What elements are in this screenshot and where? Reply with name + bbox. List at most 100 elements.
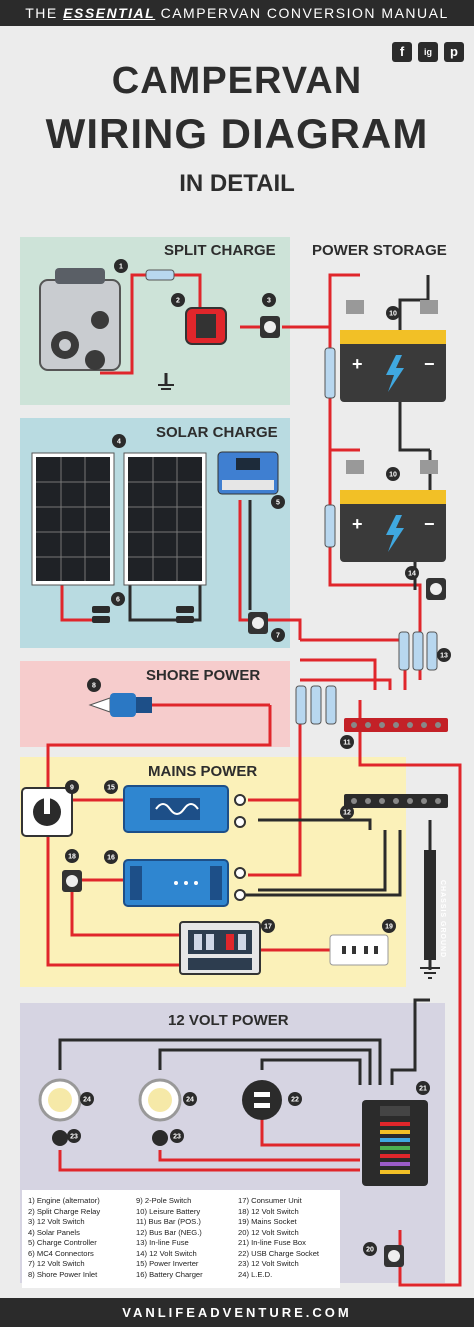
svg-text:−: −	[424, 354, 435, 374]
marker-badge	[171, 293, 185, 307]
inline-fuse-box-icon	[362, 1100, 428, 1186]
title-line-1: CAMPERVAN	[111, 60, 363, 102]
legend-item: 19) Mains Socket	[238, 1217, 297, 1226]
marker-badge	[261, 919, 275, 933]
legend-item: 20) 12 Volt Switch	[238, 1227, 299, 1237]
marker-badge	[386, 306, 400, 320]
usb-charge-socket-icon	[242, 1080, 282, 1120]
marker-number: 12	[343, 810, 351, 817]
twelve-volt-switch-icon	[260, 316, 280, 338]
legend-item: 10) Leisure Battery	[136, 1206, 201, 1216]
footer-banner[interactable]: VANLIFEADVENTURE.COM	[0, 1298, 474, 1327]
marker-badge	[67, 1129, 81, 1143]
shore-power-inlet-icon	[88, 693, 152, 717]
split-charge-relay-icon	[185, 307, 227, 345]
marker-number: 15	[107, 785, 115, 792]
marker-badge	[386, 467, 400, 481]
legend-item: 15) Power Inverter	[136, 1259, 199, 1268]
marker-number: 23	[173, 1134, 181, 1141]
led-light-icon	[38, 1078, 182, 1122]
title-line-3: IN DETAIL	[179, 170, 295, 197]
ground-symbol-icon	[158, 384, 174, 390]
legend-item: 7) 12 Volt Switch	[28, 1259, 85, 1268]
facebook-icon[interactable]: f	[392, 42, 412, 62]
marker-badge	[271, 495, 285, 509]
marker-number: 23	[70, 1134, 78, 1141]
solar-panel-icon	[31, 452, 207, 586]
ground-symbol-icon	[420, 967, 440, 979]
marker-number: 18	[68, 854, 76, 861]
consumer-unit-icon	[179, 921, 261, 975]
marker-number: 13	[440, 653, 448, 660]
marker-badge	[112, 434, 126, 448]
marker-number: 4	[117, 439, 121, 446]
twelve-volt-switch-icon	[248, 612, 268, 634]
marker-badge	[340, 735, 354, 749]
marker-badge	[65, 849, 79, 863]
legend-column-1: 1) Engine (alternator)2) Split Charge Re…	[28, 1196, 100, 1280]
marker-number: 5	[276, 500, 280, 507]
marker-badge	[111, 592, 125, 606]
legend: 1) Engine (alternator)2) Split Charge Re…	[22, 1190, 340, 1288]
section-title-power-storage: POWER STORAGE	[312, 242, 447, 259]
leisure-battery-icon: + −	[340, 300, 446, 402]
chassis-ground-text: CHASSIS GROUND	[439, 880, 446, 959]
marker-badge	[405, 566, 419, 580]
twelve-volt-switch-icon	[426, 578, 446, 600]
legend-item: 14) 12 Volt Switch	[136, 1248, 197, 1258]
marker-badge	[114, 259, 128, 273]
twelve-volt-switch-icon	[384, 1245, 404, 1267]
marker-number: 24	[83, 1097, 91, 1104]
marker-number: 11	[343, 740, 351, 747]
marker-badge	[416, 1081, 430, 1095]
engine-icon	[39, 268, 121, 371]
marker-number: 10	[389, 311, 397, 318]
marker-badge	[104, 850, 118, 864]
marker-number: 8	[92, 683, 96, 690]
marker-badge	[80, 1092, 94, 1106]
marker-badge	[183, 1092, 197, 1106]
instagram-icon[interactable]: ig	[418, 42, 438, 62]
marker-badge	[170, 1129, 184, 1143]
marker-number: 1	[119, 264, 123, 271]
marker-number: 17	[264, 924, 272, 931]
twelve-volt-switch-icon	[62, 870, 82, 892]
legend-item: 6) MC4 Connectors	[28, 1248, 94, 1258]
legend-item: 3) 12 Volt Switch	[28, 1217, 85, 1226]
legend-item: 9) 2-Pole Switch	[136, 1196, 192, 1205]
led-switch-icon	[52, 1130, 168, 1146]
leisure-battery-icon: + −	[340, 460, 446, 562]
chassis-ground-label: CHASSIS GROUND	[432, 880, 448, 958]
header-emphasis: ESSENTIAL	[63, 5, 156, 21]
marker-badge	[262, 293, 276, 307]
svg-text:+: +	[352, 354, 363, 374]
section-title-mains-power: MAINS POWER	[148, 763, 258, 780]
svg-text:−: −	[424, 514, 435, 534]
header-pre: THE	[25, 5, 58, 21]
solar-cell-grid	[36, 457, 202, 581]
marker-number: 3	[267, 298, 271, 305]
title-line-2: WIRING DIAGRAM	[45, 110, 429, 157]
legend-item: 22) USB Charge Socket	[238, 1248, 320, 1258]
marker-number: 14	[408, 571, 416, 578]
inline-fuse-icon	[295, 347, 438, 725]
marker-number: 16	[107, 855, 115, 862]
marker-badge	[382, 919, 396, 933]
chassis-ground-bar	[424, 850, 436, 960]
marker-number: 19	[385, 924, 393, 931]
legend-item: 21) In-line Fuse Box	[238, 1238, 306, 1247]
marker-badge	[340, 805, 354, 819]
legend-item: 18) 12 Volt Switch	[238, 1206, 299, 1216]
legend-item: 13) In-line Fuse	[136, 1238, 189, 1247]
legend-item: 4) Solar Panels	[28, 1227, 80, 1237]
legend-item: 1) Engine (alternator)	[28, 1196, 100, 1205]
legend-item: 17) Consumer Unit	[238, 1196, 302, 1205]
pinterest-icon[interactable]: p	[444, 42, 464, 62]
section-title-12-volt-power: 12 VOLT POWER	[168, 1012, 289, 1029]
legend-item: 12) Bus Bar (NEG.)	[136, 1227, 202, 1237]
